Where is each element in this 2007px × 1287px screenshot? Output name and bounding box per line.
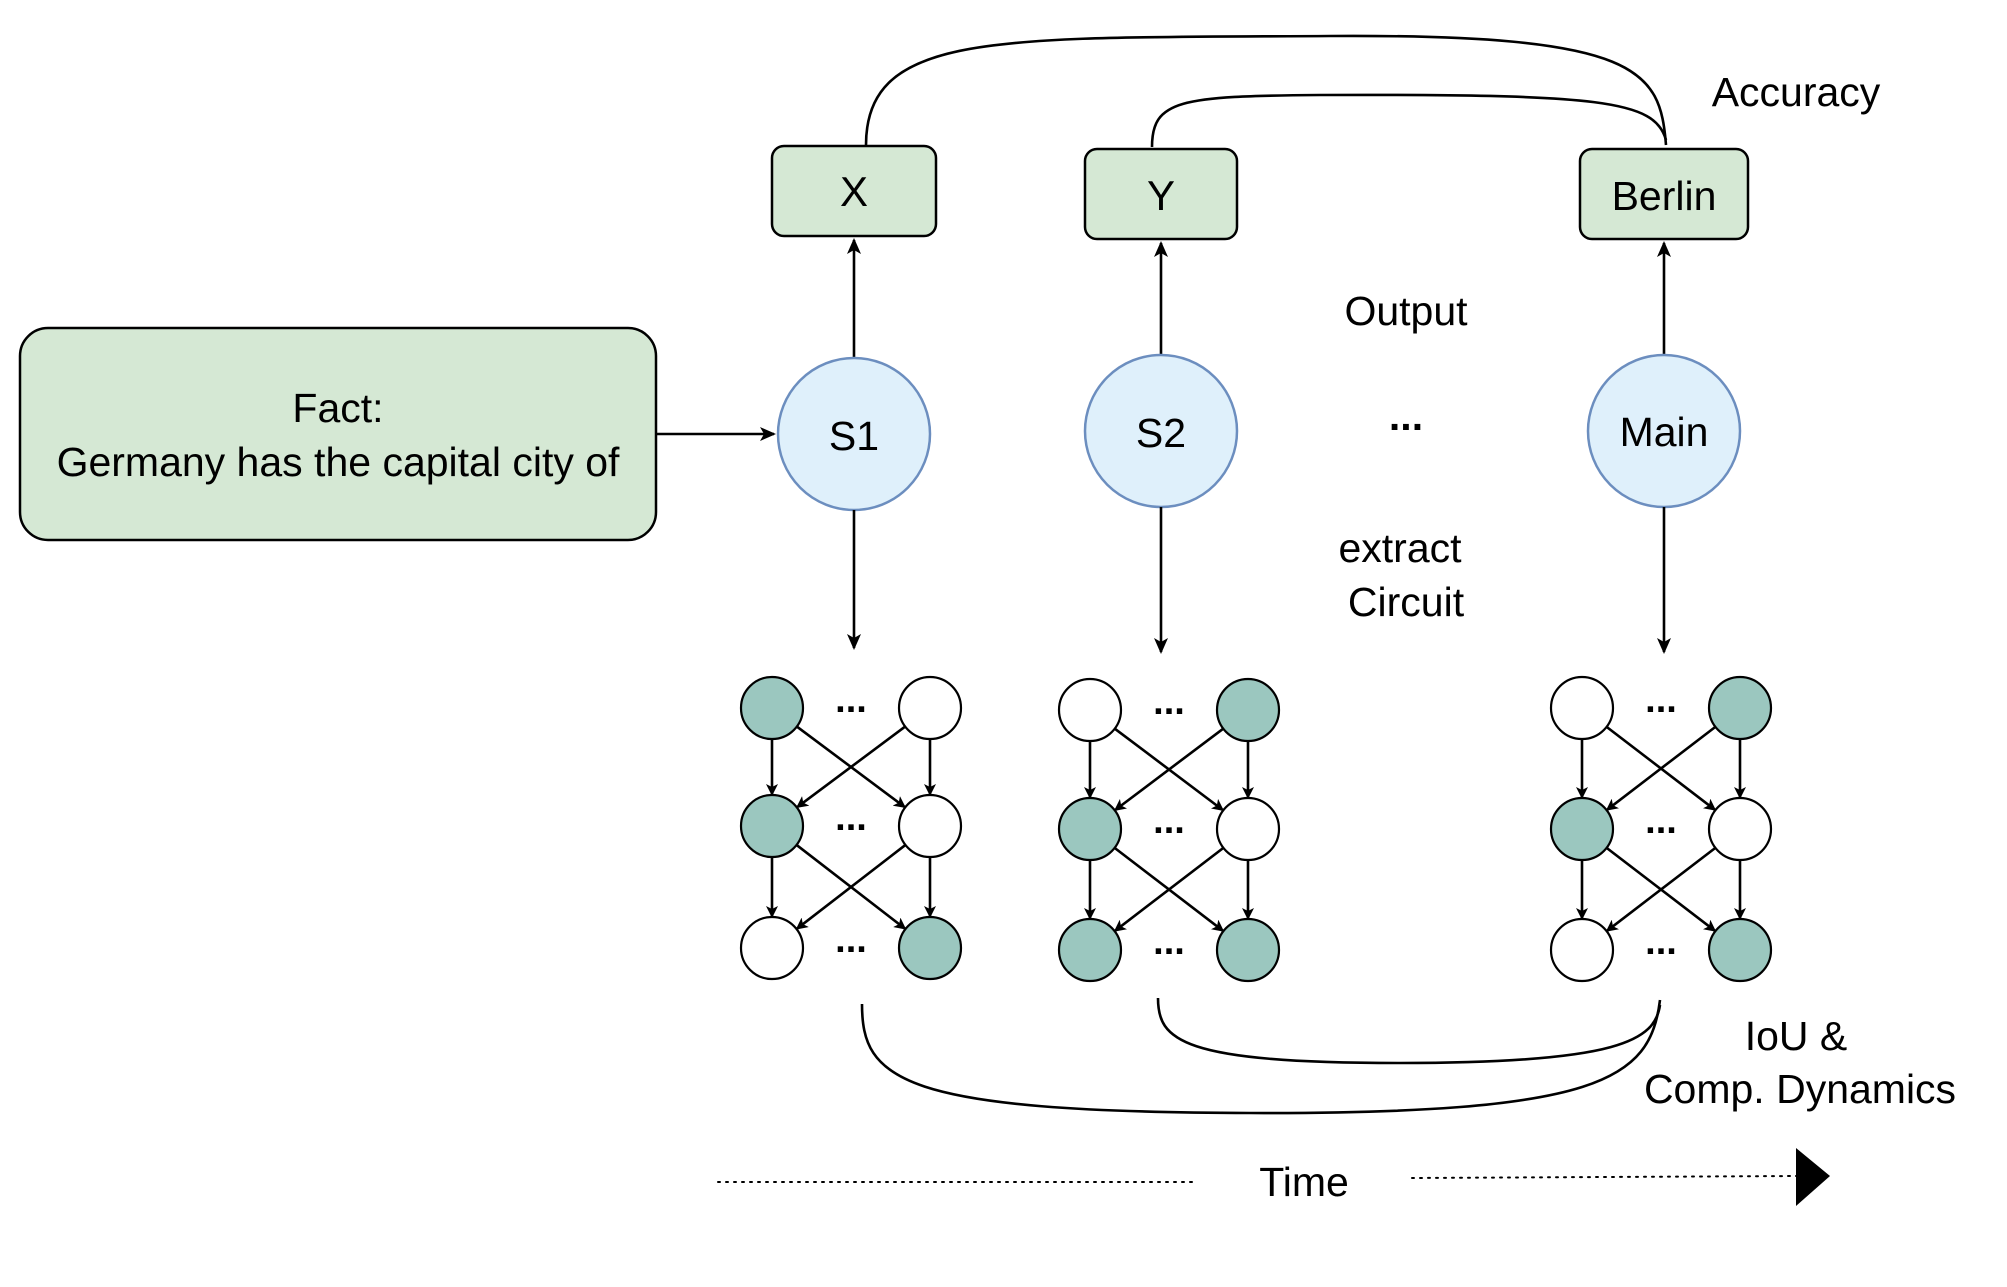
circuit-main: .........	[1549, 675, 1773, 983]
circuit-s1: .........	[739, 675, 963, 981]
circuit-node-inactive	[739, 915, 805, 981]
stage-label-main: Main	[1620, 409, 1709, 455]
circuit-s2: .........	[1057, 677, 1281, 983]
circuit-node-inactive	[1057, 677, 1123, 743]
circuit-node-active	[1707, 917, 1773, 983]
circuit-node-active	[1215, 677, 1281, 743]
time-label: Time	[1259, 1159, 1349, 1205]
circuit-node-active	[1549, 796, 1615, 862]
circuit-row-ellipsis: ...	[1153, 800, 1185, 842]
circuit-edge	[1113, 727, 1225, 811]
circuit-row-ellipsis: ...	[835, 679, 867, 721]
iou-curve-s2	[1156, 997, 1662, 1065]
circuit-edge	[1605, 846, 1717, 932]
extract-label-line2: Circuit	[1348, 579, 1465, 625]
circuit-edge	[796, 725, 906, 809]
circuit-node-active	[1707, 675, 1773, 741]
circuit-row-ellipsis: ...	[1645, 921, 1677, 963]
stage-ellipsis: ...	[1389, 393, 1423, 439]
circuit-row-ellipsis: ...	[1153, 681, 1185, 723]
stage-s2: Y S2	[1083, 147, 1239, 654]
circuit-node-inactive	[1707, 796, 1773, 862]
time-arrowhead	[1796, 1148, 1830, 1206]
output-label-x: X	[840, 168, 868, 215]
output-label-y: Y	[1147, 172, 1175, 219]
stage-main: Berlin Main	[1578, 147, 1750, 654]
circuit-row-ellipsis: ...	[835, 797, 867, 839]
stage-label-s2: S2	[1136, 410, 1186, 456]
extract-label-line1: extract	[1338, 525, 1462, 571]
circuit-node-inactive	[1215, 796, 1281, 862]
accuracy-curve-s1	[864, 34, 1668, 146]
circuit-node-active	[897, 915, 963, 981]
output-label: Output	[1344, 288, 1468, 334]
iou-curve-s1	[860, 999, 1662, 1115]
circuit-node-active	[1057, 917, 1123, 983]
accuracy-label: Accuracy	[1712, 69, 1881, 115]
circuit-row-ellipsis: ...	[1153, 921, 1185, 963]
circuit-node-active	[739, 793, 805, 859]
fact-box: Fact: Germany has the capital city of	[18, 326, 658, 542]
circuit-row-ellipsis: ...	[1645, 679, 1677, 721]
output-box-x	[770, 144, 938, 238]
iou-label-line1: IoU &	[1745, 1013, 1848, 1059]
circuit-node-active	[1215, 917, 1281, 983]
circuit-edge	[1113, 846, 1225, 932]
circuit-node-active	[739, 675, 805, 741]
circuit-row-ellipsis: ...	[835, 919, 867, 961]
circuit-node-inactive	[1549, 675, 1615, 741]
output-box-y	[1083, 147, 1239, 241]
output-box-berlin	[1578, 147, 1750, 241]
accuracy-curve-s2	[1150, 93, 1668, 148]
circuit-node-active	[1057, 796, 1123, 862]
time-axis-right	[1411, 1175, 1797, 1179]
stage-s1: X S1	[770, 144, 938, 650]
output-label-berlin: Berlin	[1612, 173, 1717, 219]
circuits: ...........................	[739, 675, 1773, 983]
fact-label: Fact:	[292, 385, 383, 431]
fact-text: Germany has the capital city of	[57, 439, 620, 485]
circuit-node-inactive	[897, 793, 963, 859]
stage-label-s1: S1	[829, 413, 879, 459]
circuit-row-ellipsis: ...	[1645, 800, 1677, 842]
circuit-edge	[795, 843, 907, 930]
circuit-edge	[1605, 725, 1717, 811]
circuit-node-inactive	[897, 675, 963, 741]
circuit-node-inactive	[1549, 917, 1615, 983]
iou-label-line2: Comp. Dynamics	[1644, 1066, 1956, 1112]
